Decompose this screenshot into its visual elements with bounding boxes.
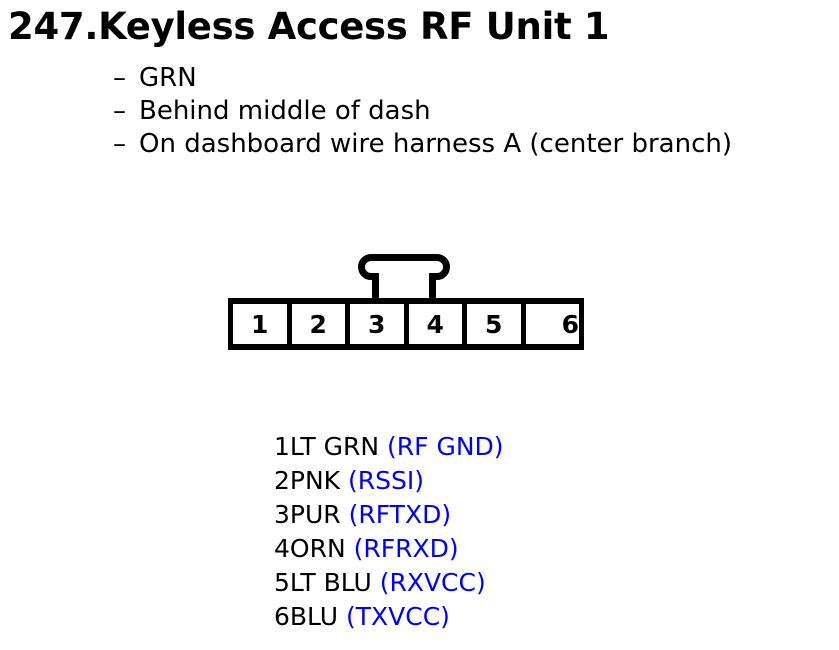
note-item-label: GRN [139, 63, 197, 93]
note-item-label: Behind middle of dash [139, 96, 431, 126]
pin-signal-label: (TXVCC) [346, 602, 450, 631]
latch-stem-left [372, 274, 379, 300]
pin-wire-label: 3PUR [274, 500, 349, 529]
connector-diagram: 1 2 3 4 5 6 [228, 254, 588, 350]
latch-stem-right [429, 274, 436, 300]
pin-row: 2PNK (RSSI) [274, 464, 774, 498]
pin-signal-label: (RFTXD) [348, 500, 452, 529]
pin-cell-6: 6 [525, 304, 579, 344]
pin-wire-label: 4ORN [274, 534, 354, 563]
pin-row: 6BLU (TXVCC) [274, 600, 774, 634]
latch-inner-fill [379, 273, 429, 287]
pin-wire-label: 2PNK [274, 466, 349, 495]
pin-signal-label: (RF GND) [387, 432, 504, 461]
pin-cell-4: 4 [408, 304, 462, 344]
bullet-dash-icon: – [113, 129, 126, 159]
pin-wire-label: 1LT GRN [274, 432, 388, 461]
pin-cell-number: 1 [251, 309, 269, 339]
pin-cell-number: 4 [426, 309, 444, 339]
pin-cell-number: 3 [368, 309, 386, 339]
pin-cell-number: 2 [309, 309, 327, 339]
page-title: 247.Keyless Access RF Unit 1 [8, 5, 610, 48]
pin-wire-label: 6BLU [274, 602, 346, 631]
pin-cell-3: 3 [350, 304, 404, 344]
note-item: – Behind middle of dash [113, 95, 839, 128]
pin-cell-5: 5 [467, 304, 521, 344]
note-item-label: On dashboard wire harness A (center bran… [139, 129, 732, 159]
pin-row: 5LT BLU (RXVCC) [274, 566, 774, 600]
connector-body: 1 2 3 4 5 6 [228, 298, 584, 350]
pin-cell-number: 5 [485, 309, 503, 339]
bullet-dash-icon: – [113, 96, 126, 126]
bullet-dash-icon: – [113, 63, 126, 93]
pin-assignment-list: 1LT GRN (RF GND) 2PNK (RSSI) 3PUR (RFTXD… [274, 430, 774, 634]
pin-row: 1LT GRN (RF GND) [274, 430, 774, 464]
pin-row: 4ORN (RFRXD) [274, 532, 774, 566]
pin-wire-label: 5LT BLU [274, 568, 380, 597]
note-item: – GRN [113, 62, 839, 95]
pin-cell-number: 6 [561, 309, 579, 339]
pin-signal-label: (RFRXD) [353, 534, 459, 563]
note-item: – On dashboard wire harness A (center br… [113, 128, 839, 161]
connector-latch-icon [358, 254, 450, 300]
pin-row: 3PUR (RFTXD) [274, 498, 774, 532]
notes-list: – GRN – Behind middle of dash – On dashb… [113, 62, 839, 161]
pin-signal-label: (RSSI) [348, 466, 425, 495]
pin-signal-label: (RXVCC) [379, 568, 486, 597]
pin-cell-1: 1 [233, 304, 287, 344]
pin-cell-2: 2 [291, 304, 345, 344]
